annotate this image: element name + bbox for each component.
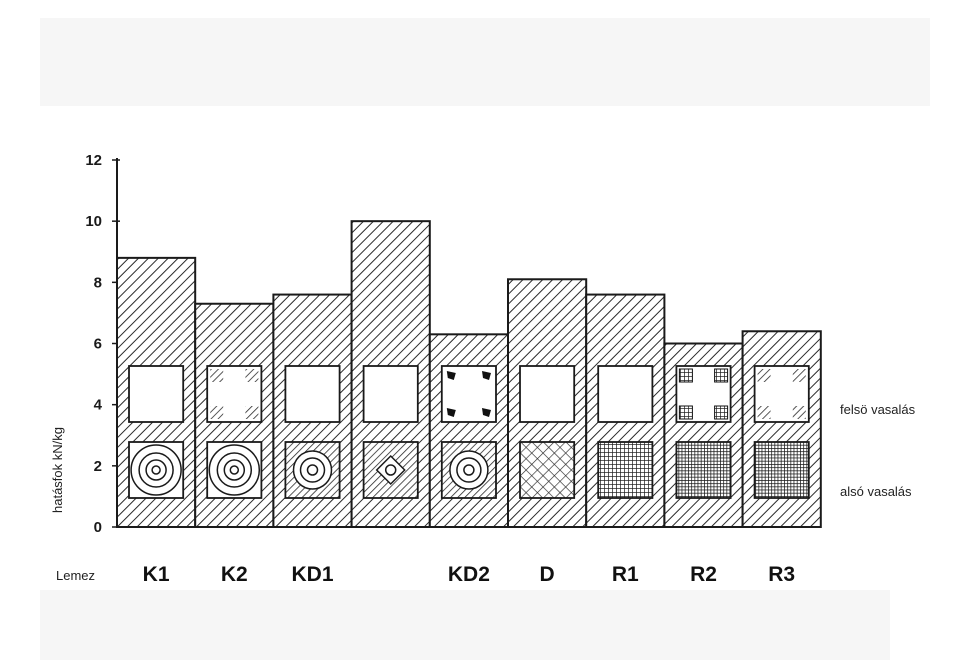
corner-reinforcement [210,369,224,382]
category-axis-label: Lemez [56,568,95,583]
top-reinforcement-box [597,365,654,423]
background-band-top [40,18,930,106]
corner-reinforcement [678,368,693,383]
y-tick-label: 10 [85,213,102,230]
corner-reinforcement [792,369,806,382]
bottom-reinforcement-box [675,441,732,499]
y-tick-label: 8 [94,274,102,291]
top-reinforcement-box [284,365,341,423]
corner-reinforcement [714,405,729,420]
top-reinforcement-box [519,365,576,423]
row-label-top: felsö vasalás [840,402,916,417]
y-tick-label: 2 [94,458,102,475]
category-label: K2 [221,563,248,586]
reinforcement-ring [216,452,253,488]
corner-reinforcement [714,368,729,383]
reinforcement-ring [223,459,246,481]
y-tick-label: 6 [94,336,102,353]
category-label: R1 [612,563,639,586]
bottom-reinforcement-box [362,441,419,499]
reinforcement-ring [229,465,240,475]
corner-reinforcement [245,369,259,382]
reinforcement-ring [306,464,319,476]
category-label: K1 [143,563,170,586]
bottom-reinforcement-box [519,441,576,499]
reinforcement-ring [384,464,397,476]
corner-reinforcement [446,371,456,380]
corner-reinforcement [210,406,224,419]
corner-reinforcement [482,371,491,380]
corner-reinforcement [678,405,693,420]
corner-reinforcement [245,406,259,419]
y-ticks: 0 2 4 6 8 10 12 [85,152,120,536]
category-label: D [540,563,555,586]
row-label-bottom: alsó vasalás [840,484,912,499]
category-labels: K1 K2 KD1 KD2 D R1 R2 R3 [143,563,795,586]
bottom-reinforcement-box [597,441,654,499]
category-label: KD2 [448,563,490,586]
reinforcement-ring [292,450,333,490]
background-band-bottom [40,590,890,660]
bottom-reinforcement-box [753,441,810,499]
corner-reinforcement [757,406,771,419]
reinforcement-ring [463,464,475,476]
corner-reinforcement [446,408,456,417]
reinforcement-ring [299,457,326,483]
reinforcement-ring [145,459,167,481]
reinforcement-ring [151,465,161,475]
top-reinforcement-box [362,365,419,423]
reinforcement-ring [449,450,489,490]
y-axis-label: hatásfok kN/kg [50,427,65,513]
category-label: R3 [768,563,795,586]
top-reinforcement-box [128,365,185,423]
corner-reinforcement [757,369,771,382]
reinforcement-diamond [375,454,406,486]
reinforcement-ring [456,457,482,483]
y-tick-label: 12 [85,152,102,169]
reinforcement-ring [138,452,174,488]
corner-reinforcement [792,406,806,419]
y-tick-label: 0 [94,519,102,536]
category-label: R2 [690,563,717,586]
corner-reinforcement [482,408,491,417]
category-label: KD1 [291,563,333,586]
y-tick-label: 4 [94,397,103,414]
reinforcement-insets [128,365,810,499]
